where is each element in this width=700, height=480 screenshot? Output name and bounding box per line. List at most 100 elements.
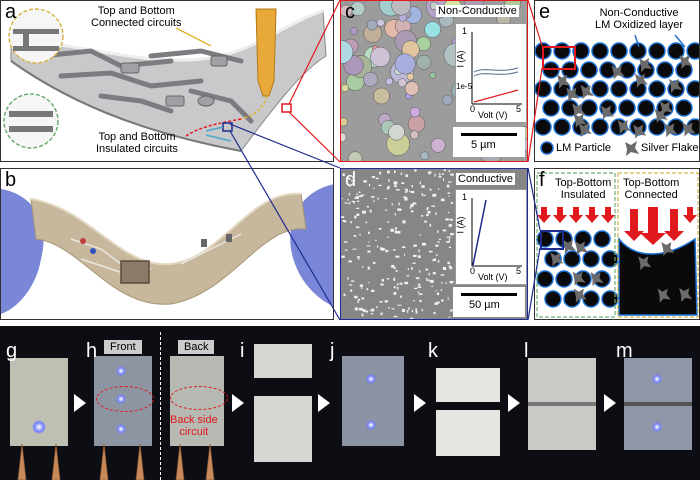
texture-mark [373, 187, 375, 189]
texture-mark [424, 220, 428, 223]
texture-mark [448, 238, 450, 242]
texture-mark [435, 254, 438, 256]
strip-label-m: m [616, 340, 633, 362]
texture-mark [686, 42, 699, 60]
panel-e-title: Non-Conductive LM Oxidized layer [595, 7, 684, 31]
texture-mark [407, 268, 410, 270]
texture-mark [399, 282, 403, 285]
texture-mark [365, 221, 368, 224]
texture-mark [638, 256, 652, 271]
texture-mark [437, 230, 439, 233]
texture-mark [385, 249, 388, 253]
texture-mark [406, 72, 415, 81]
d-scale-label: 50 µm [469, 299, 500, 311]
texture-mark [404, 197, 408, 201]
texture-mark [354, 295, 358, 299]
texture-mark [386, 187, 389, 190]
texture-mark [448, 169, 450, 173]
texture-mark [591, 80, 609, 98]
texture-mark [401, 246, 406, 249]
texture-mark [416, 54, 432, 70]
texture-mark [379, 301, 383, 303]
texture-mark [661, 241, 675, 256]
texture-mark [341, 4, 353, 18]
texture-mark [536, 230, 554, 248]
texture-mark [434, 173, 436, 177]
texture-mark [344, 202, 349, 204]
texture-mark [375, 177, 379, 180]
texture-mark [401, 182, 405, 185]
texture-mark [356, 213, 360, 216]
f-connected-label: Top-Bottom Connected [623, 177, 680, 201]
texture-mark [384, 300, 388, 303]
texture-mark [648, 80, 666, 98]
texture-mark [450, 233, 454, 236]
texture-mark [368, 183, 371, 187]
texture-mark [354, 215, 357, 219]
texture-mark [380, 312, 383, 316]
texture-mark [424, 21, 441, 38]
strip-label-l: l [524, 340, 529, 362]
texture-mark [447, 211, 450, 214]
texture-mark [535, 118, 552, 136]
texture-mark [361, 308, 365, 311]
texture-mark [449, 280, 454, 284]
texture-mark [349, 27, 358, 36]
label-back: Back [178, 340, 215, 354]
texture-mark [441, 299, 444, 302]
texture-mark [394, 213, 396, 216]
texture-mark [410, 130, 419, 140]
texture-mark [412, 262, 416, 264]
texture-mark [371, 289, 375, 292]
panel-a-label: a [5, 1, 17, 23]
texture-mark [412, 202, 417, 205]
texture-mark [391, 203, 394, 206]
texture-mark [396, 189, 400, 191]
texture-mark [437, 241, 440, 243]
c-inset-x5: 5 [516, 104, 522, 114]
texture-mark [573, 288, 587, 303]
panel-c-title: Non-Conductive [436, 5, 519, 17]
texture-mark [450, 173, 454, 176]
texture-mark [386, 250, 389, 252]
texture-mark [421, 193, 424, 196]
texture-mark [381, 247, 385, 251]
panel-c-inset: 1 1e-5 I (A) 0 5 Volt (V) [455, 23, 527, 123]
texture-mark [555, 270, 573, 288]
panel-b: b [0, 168, 334, 320]
texture-mark [358, 191, 361, 193]
texture-mark [409, 190, 411, 192]
texture-mark [369, 209, 372, 213]
texture-mark [573, 113, 587, 128]
texture-mark [366, 205, 369, 208]
callout-top-connected: Top and Bottom Connected circuits [91, 5, 182, 29]
texture-mark [366, 310, 369, 313]
texture-mark [379, 171, 382, 175]
texture-mark [432, 259, 434, 262]
d-inset-x5: 5 [516, 266, 522, 276]
texture-mark [356, 207, 360, 209]
texture-mark [580, 61, 598, 79]
m-led-1 [652, 374, 662, 384]
texture-mark [406, 310, 409, 313]
texture-mark [388, 123, 405, 141]
texture-mark [428, 279, 430, 282]
texture-mark [400, 295, 402, 298]
texture-mark [402, 220, 406, 224]
arrow-k-l [508, 394, 520, 412]
texture-mark [445, 218, 449, 221]
texture-mark [397, 78, 407, 88]
texture-mark [355, 196, 359, 199]
texture-mark [429, 223, 432, 227]
strip-label-h: h [86, 340, 98, 362]
texture-mark [380, 283, 384, 286]
c-inset-ylabel: I (A) [455, 50, 466, 68]
texture-mark [563, 250, 581, 268]
texture-mark [425, 268, 428, 271]
texture-mark [404, 81, 420, 96]
texture-mark [535, 80, 552, 98]
h-red-ellipse [96, 386, 154, 412]
m-seam [624, 402, 692, 406]
strip-label-j: j [330, 340, 335, 362]
texture-mark [347, 151, 363, 161]
